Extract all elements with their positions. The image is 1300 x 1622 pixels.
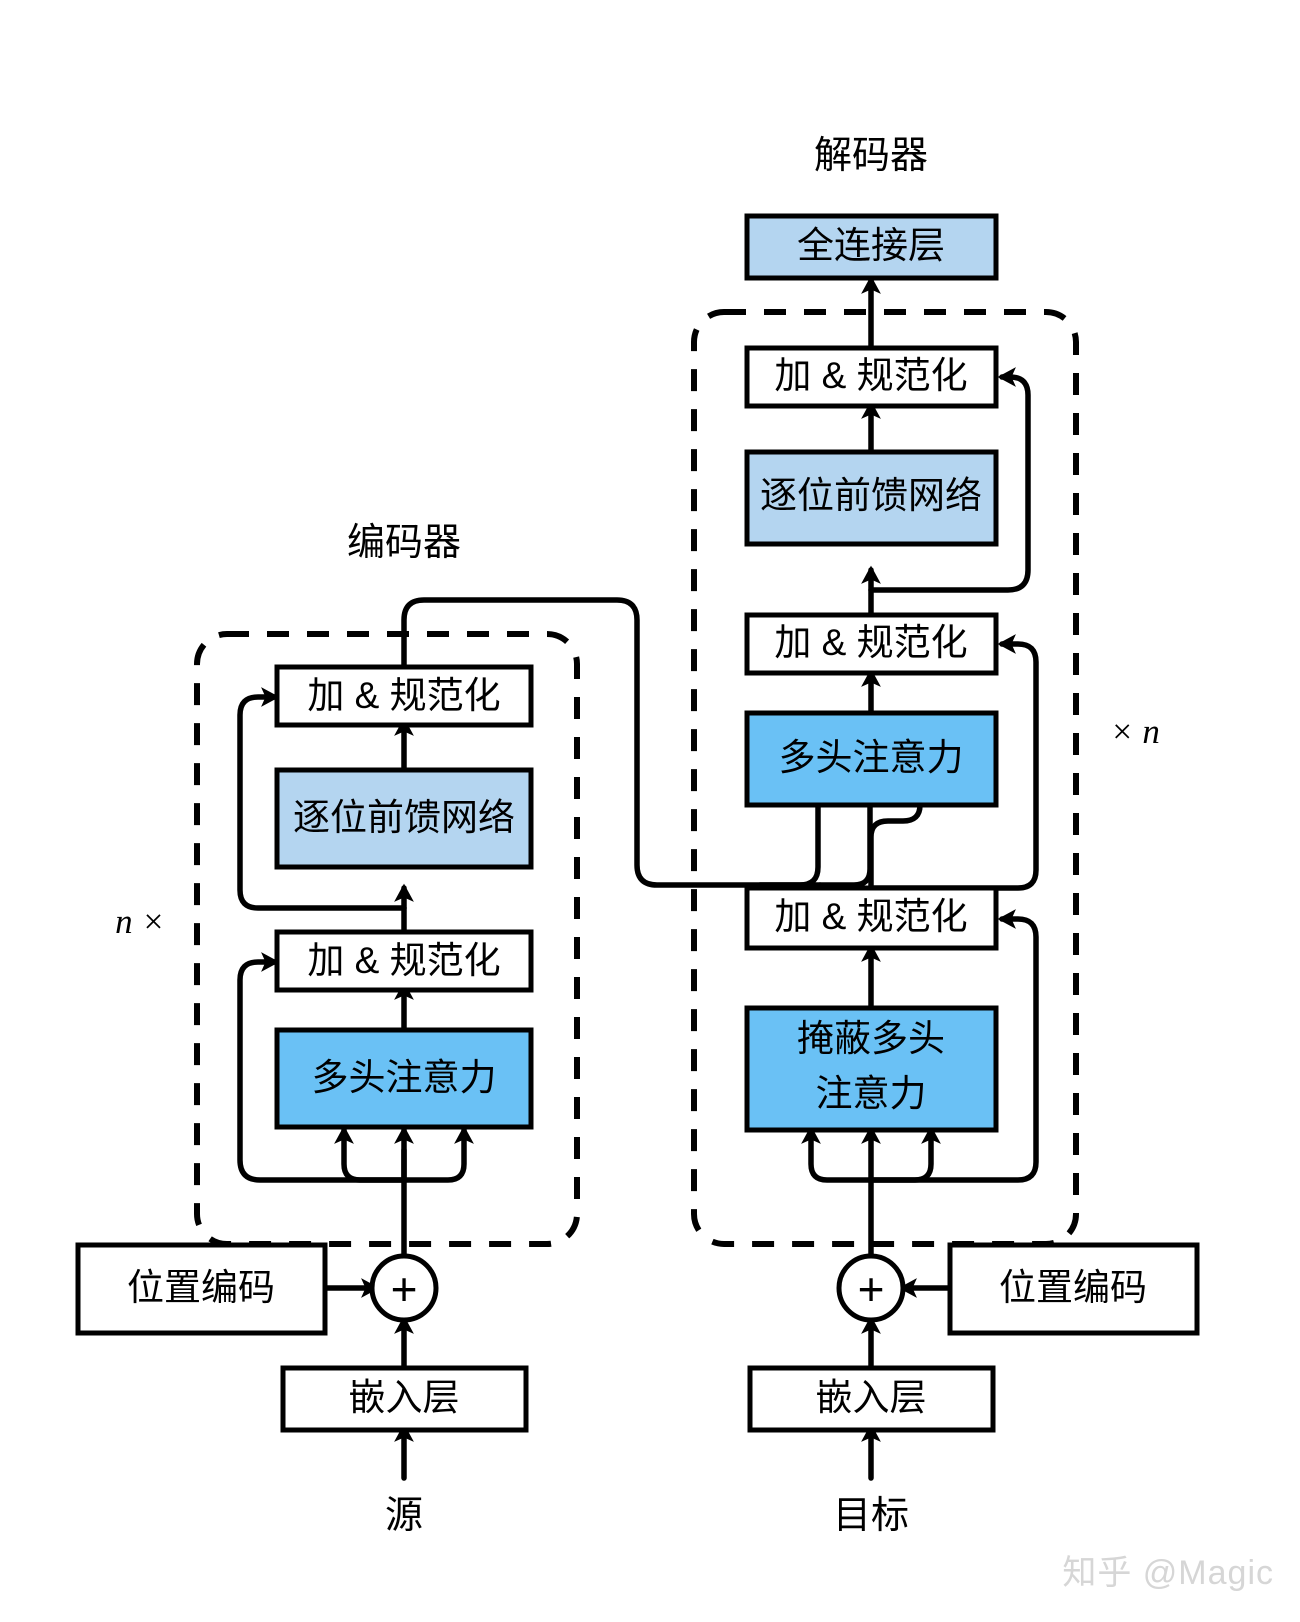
- watermark: 知乎 @Magic: [1062, 1554, 1274, 1592]
- decoder-masked-attention: 掩蔽多头 注意力: [744, 1005, 999, 1133]
- encoder-output-to-decoder-wire: [401, 597, 823, 888]
- decoder-feed-forward: 逐位前馈网络: [744, 449, 999, 547]
- encoder-key-wire: [334, 1125, 407, 1183]
- encoder-positional-encoding: 位置编码: [75, 1242, 328, 1336]
- encoder-feed-forward: 逐位前馈网络: [274, 767, 534, 870]
- decoder-embedding-layer-label: 嵌入层: [816, 1377, 927, 1418]
- encoder-source-label: 源: [385, 1495, 423, 1537]
- encoder-ffn-residual-wire: [237, 687, 407, 911]
- decoder-positional-encoding: 位置编码: [947, 1242, 1200, 1336]
- encoder-adder-label: +: [391, 1263, 418, 1315]
- decoder-masked-residual-wire: [868, 909, 1039, 1183]
- encoder-multi-head-attention-label: 多头注意力: [312, 1057, 497, 1098]
- encoder-adder: +: [369, 1253, 439, 1323]
- decoder-cross-value-wire: [817, 770, 880, 888]
- encoder-attention-residual-wire: [237, 952, 407, 1183]
- encoder-repeat-label: n ×: [115, 902, 165, 941]
- decoder-feed-forward-label: 逐位前馈网络: [760, 475, 982, 516]
- decoder-cross-attention-label: 多头注意力: [779, 737, 964, 778]
- encoder-value-wire: [401, 1125, 474, 1183]
- decoder-embedding-layer: 嵌入层: [747, 1365, 996, 1433]
- encoder-positional-encoding-label: 位置编码: [127, 1267, 275, 1308]
- decoder-group-outline: [691, 309, 1079, 1247]
- encoder-embedding-layer: 嵌入层: [280, 1365, 529, 1433]
- decoder-masked-value-wire: [868, 1125, 941, 1183]
- decoder-ffn-residual-wire: [868, 367, 1031, 593]
- decoder-output-layer-label: 全连接层: [797, 225, 945, 266]
- decoder-cross-attention: 多头注意力: [744, 710, 999, 808]
- encoder-add-norm-bottom-label: 加 & 规范化: [307, 940, 500, 981]
- encoder-add-norm-top: 加 & 规范化: [274, 664, 534, 728]
- encoder-embedding-layer-label: 嵌入层: [349, 1377, 460, 1418]
- decoder-add-norm-middle-label: 加 & 规范化: [774, 622, 967, 663]
- decoder-masked-attention-label-line2: 注意力: [816, 1073, 927, 1114]
- encoder-multi-head-attention: 多头注意力: [274, 1027, 534, 1130]
- decoder-adder-label: +: [858, 1263, 885, 1315]
- encoder-group-outline: [194, 631, 580, 1247]
- decoder-add-norm-bottom: 加 & 规范化: [744, 885, 999, 951]
- decoder-repeat-label: × n: [1110, 712, 1160, 751]
- decoder-target-label: 目标: [833, 1495, 909, 1537]
- encoder-feed-forward-label: 逐位前馈网络: [293, 797, 515, 838]
- decoder-add-norm-middle: 加 & 规范化: [744, 612, 999, 676]
- decoder-cross-residual-wire: [868, 634, 1039, 891]
- decoder-add-norm-top: 加 & 规范化: [744, 345, 999, 409]
- decoder-output-layer: 全连接层: [744, 213, 999, 281]
- encoder-add-norm-bottom: 加 & 规范化: [274, 929, 534, 993]
- decoder-title: 解码器: [814, 135, 928, 177]
- decoder-add-norm-top-label: 加 & 规范化: [774, 355, 967, 396]
- decoder-cross-key-wire: [757, 770, 828, 888]
- decoder-adder: +: [836, 1253, 906, 1323]
- decoder-add-norm-bottom-label: 加 & 规范化: [774, 896, 967, 937]
- decoder-positional-encoding-label: 位置编码: [999, 1267, 1147, 1308]
- decoder-masked-key-wire: [801, 1125, 874, 1183]
- decoder-masked-attention-label-line1: 掩蔽多头: [797, 1018, 945, 1059]
- encoder-title: 编码器: [347, 522, 461, 564]
- encoder-add-norm-top-label: 加 & 规范化: [307, 675, 500, 716]
